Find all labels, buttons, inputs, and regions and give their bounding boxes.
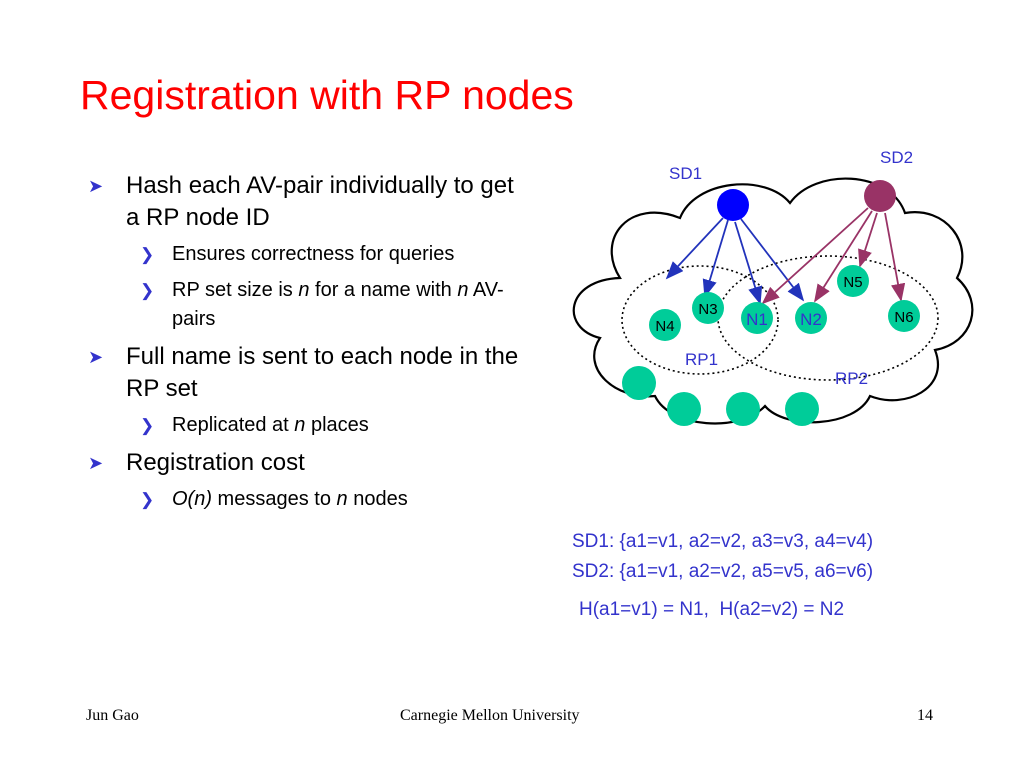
svg-text:N5: N5 bbox=[843, 274, 862, 291]
sub-bullet-3-1-var-on: O(n) bbox=[172, 488, 212, 510]
unnamed-node bbox=[785, 392, 819, 426]
sub-bullet-1-2-text-c: AV-pairs bbox=[172, 279, 504, 330]
sub-bullet-1-2-text-b: for a name with bbox=[309, 279, 458, 301]
node-n1: N1 bbox=[741, 302, 773, 334]
rp2-label: RP2 bbox=[835, 369, 868, 388]
sd2-node bbox=[864, 180, 896, 212]
bullet-arrow-icon: ➤ bbox=[88, 347, 104, 367]
sub-bullet-3-1-var-n: n bbox=[336, 488, 348, 510]
sub-bullet-3-1-text-b: nodes bbox=[347, 488, 408, 510]
sub-bullet-1-2-var-n: n bbox=[298, 279, 310, 301]
hash-mapping: H(a1=v1) = N1, H(a2=v2) = N2 bbox=[579, 599, 845, 620]
sub-bullet-arrow-icon: ❯ bbox=[140, 245, 155, 264]
sd1-attributes: SD1: {a1=v1, a2=v2, a3=v3, a4=v4) bbox=[572, 531, 874, 552]
bullet-arrow-icon: ➤ bbox=[88, 176, 104, 196]
sub-bullet-1-2: ❯ RP set size is n for a name with n AV-… bbox=[140, 276, 528, 334]
svg-text:N4: N4 bbox=[655, 318, 674, 335]
sd2-label: SD2 bbox=[880, 148, 913, 167]
bullet-list: ➤ Hash each AV-pair individually to get … bbox=[88, 170, 528, 521]
footer-author: Jun Gao bbox=[86, 707, 139, 724]
sub-bullet-2-1-text-a: Replicated at bbox=[172, 414, 295, 436]
bullet-1: ➤ Hash each AV-pair individually to get … bbox=[88, 170, 528, 234]
sub-bullet-2-1-text-b: places bbox=[305, 414, 369, 436]
sd2-arrows bbox=[761, 207, 906, 305]
bullet-3-text: Registration cost bbox=[126, 449, 305, 476]
sd1-node bbox=[717, 189, 749, 221]
sub-bullet-3-1: ❯ O(n) messages to n nodes bbox=[140, 485, 528, 514]
slide-title: Registration with RP nodes bbox=[80, 72, 574, 118]
node-n4: N4 bbox=[649, 309, 681, 341]
bullet-3: ➤ Registration cost bbox=[88, 447, 528, 479]
node-n2: N2 bbox=[795, 302, 827, 334]
node-n5: N5 bbox=[837, 265, 869, 297]
rp1-label: RP1 bbox=[685, 350, 718, 369]
sub-bullet-1-1: ❯ Ensures correctness for queries bbox=[140, 240, 528, 269]
bullet-1-text: Hash each AV-pair individually to get a … bbox=[126, 172, 514, 231]
sd1-label: SD1 bbox=[669, 164, 702, 183]
node-n6: N6 bbox=[888, 300, 920, 332]
svg-text:N3: N3 bbox=[698, 301, 717, 318]
svg-text:N1: N1 bbox=[746, 310, 768, 329]
sub-bullet-1-1-text: Ensures correctness for queries bbox=[172, 243, 455, 265]
footer-page-number: 14 bbox=[917, 707, 933, 724]
sub-bullet-1-2-text-a: RP set size is bbox=[172, 279, 299, 301]
unnamed-node bbox=[726, 392, 760, 426]
sub-bullet-2-1: ❯ Replicated at n places bbox=[140, 411, 528, 440]
unnamed-node bbox=[622, 366, 656, 400]
sub-bullet-2-1-var-n: n bbox=[294, 414, 306, 436]
svg-text:N2: N2 bbox=[800, 310, 822, 329]
sub-bullet-arrow-icon: ❯ bbox=[140, 281, 155, 300]
rp-diagram: N5 N3 N4 N1 N2 N6 SD1 SD2 RP1 RP2 bbox=[572, 148, 974, 426]
rp1-ellipse bbox=[621, 265, 779, 375]
footer-institution: Carnegie Mellon University bbox=[400, 707, 580, 724]
sub-bullet-arrow-icon: ❯ bbox=[140, 490, 155, 509]
sd1-arrows bbox=[665, 217, 805, 305]
sd2-attributes: SD2: {a1=v1, a2=v2, a5=v5, a6=v6) bbox=[572, 561, 874, 582]
node-n3: N3 bbox=[692, 292, 724, 324]
bullet-2: ➤ Full name is sent to each node in the … bbox=[88, 341, 528, 405]
bullet-arrow-icon: ➤ bbox=[88, 453, 104, 473]
sub-bullet-arrow-icon: ❯ bbox=[140, 416, 155, 435]
svg-text:N6: N6 bbox=[894, 309, 913, 326]
bullet-2-text: Full name is sent to each node in the RP… bbox=[126, 343, 519, 402]
sub-bullet-1-2-var-n2: n bbox=[457, 279, 469, 301]
sub-bullet-3-1-text-a: messages to bbox=[212, 488, 337, 510]
unnamed-node bbox=[667, 392, 701, 426]
